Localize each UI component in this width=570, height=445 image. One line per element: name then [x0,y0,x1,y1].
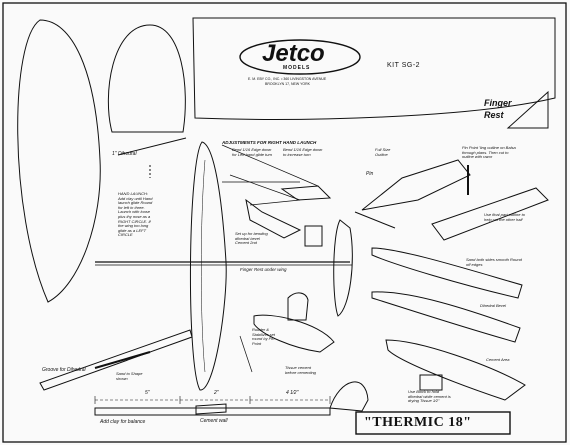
plan-title: "THERMIC 18" [364,415,472,430]
dimension-2: 2" [214,390,219,396]
fuselage-side-view [39,329,193,391]
use-block-note: Use Block to hold dihedral while cement … [408,389,451,404]
cement-area-label: Cement Area [486,357,510,362]
pin-label: Pin [366,171,374,177]
header-panel-outline [192,17,556,120]
address-line-2: BROOKLYN 17, NEW YORK [265,82,310,86]
rudder [287,292,309,321]
sand-shape-note: Sand to Shape shown [116,371,143,381]
main-wing-planform [189,141,227,391]
sand-edges-note: Sand both sides smooth Round off edges [466,257,522,267]
wing-panel-1 [371,247,523,299]
dihedral-bevel-label: Dihedral Bevel [480,303,507,308]
add-clay-label: Add clay for balance [100,419,146,425]
rudder-stabilizer-note: Rudder & Stabilizer set round by Pin Poi… [252,327,275,346]
cement-wall-label: Cement wall [200,418,228,424]
dimension-3: 4 1⁄2" [286,390,299,396]
brand-title: Jetco [262,40,325,67]
brand-subtitle: MODELS [283,65,311,71]
cut-outline-note: Use final part outline to help cut the o… [484,212,525,222]
wing-panel-2 [371,291,521,343]
pin-point-note: Pin Point 'ling outline on Balsa through… [462,145,516,160]
finger-rest-label: Finger Rest [484,98,512,121]
finger-rest-part [506,90,549,129]
tail-fin-planform [333,219,353,317]
brand-logo-ellipse [239,39,361,75]
tail-rudder-bottom [329,381,369,412]
full-size-outline-label: Full Size Outline [375,147,391,157]
dimension-1: 5" [145,390,150,396]
wing-mount [195,403,227,415]
stabilizer [253,314,335,353]
bending-block [304,225,323,247]
finger-rest-under-wing-label: Finger Rest under wing [240,267,287,272]
address-line-1: E. M. EBY CO., INC. • 360 LIVINGSTON AVE… [248,77,327,81]
kit-number: KIT SG-2 [387,62,421,69]
groove-dihedral-label: Groove for Dihedral [42,367,86,373]
dihedral-block [419,374,443,391]
set-up-note: Set up for bending dihedral bevel Cement… [235,231,268,246]
wing-tip-outline-right [107,24,186,133]
dihedral-line [117,137,187,156]
adjustments-title: ADJUSTMENTS FOR RIGHT HAND LAUNCH [222,140,317,145]
title-box [355,411,511,435]
fuselage-bottom-view [94,407,331,416]
adjust-right-note: Bend 1/16 Edge down to increase turn [283,147,323,157]
wing-piece-pinned [431,187,549,241]
bending-jig [245,198,302,239]
hand-launch-note: HAND LAUNCH: Add clay until Hand launch … [118,191,153,238]
wing-tip-outline-left [17,19,101,303]
adjust-left-note: Bend 1/16 Edge down for Left hand glide … [232,147,273,157]
wing-panel-assembly [385,339,526,401]
dihedral-height-label: 1" Dihedral [112,151,137,157]
full-size-outline [361,159,471,211]
tissue-cement-note: Tissue cement before cementing [285,365,316,375]
